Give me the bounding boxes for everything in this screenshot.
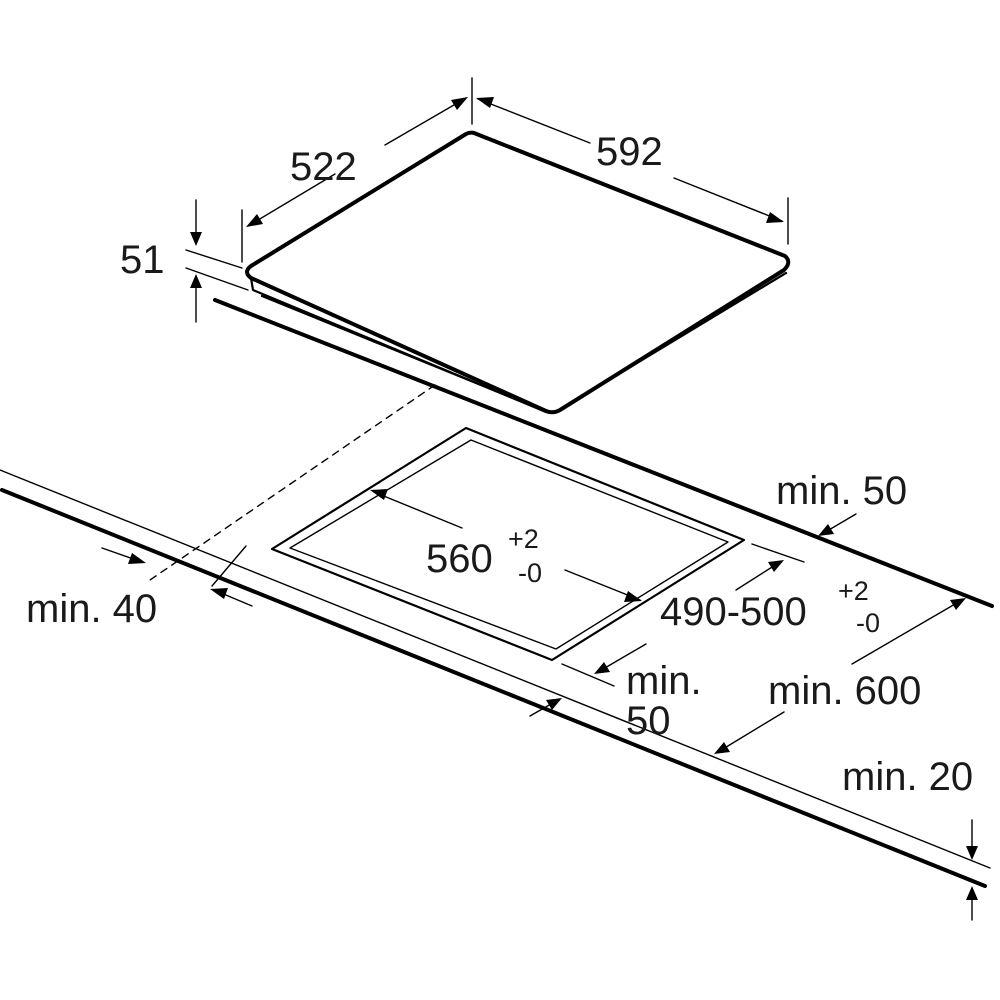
hob-height-label: 51 [120,238,165,282]
cutout-width-label: 560 [426,537,493,581]
worktop-back-edge [213,298,994,608]
dim-back-clearance: min. 50 [776,469,907,536]
back-clearance-label: min. 50 [776,469,907,513]
ext-line [185,249,243,269]
dim-hob-height: 51 [120,199,249,323]
cutout-depth-tol-minus: -0 [856,608,880,638]
dim-cutout-width: 560 +2 -0 [370,489,642,602]
dim-worktop-thickness: min. 20 [842,755,978,921]
cutout [270,426,746,662]
dim-line [384,97,467,146]
dim-worktop-depth: min. 600 [714,598,966,754]
dim-hob-width: 592 [476,97,789,245]
arrow-head [451,97,468,110]
worktop-top-back-line [0,469,991,869]
dim-line [477,98,591,144]
cutout-inner [289,439,729,650]
dim-line [851,599,963,665]
ext-line [751,543,805,563]
ext-line [211,545,247,587]
arrow-head [128,553,146,564]
side-clearance-label: min. 40 [26,587,157,631]
dim-line [673,177,783,222]
dim-line [717,711,785,753]
dim-side-clearance: min. 40 [26,545,253,631]
arrow-head [370,489,388,500]
ext-line [185,267,249,291]
cutout-outer [270,426,746,662]
arrow-head [624,591,642,602]
hob-front-edge [554,271,788,414]
arrow-head [768,560,784,572]
arrow-head [818,524,834,536]
worktop-depth-label: min. 600 [768,669,921,713]
hob-lower-edge [260,294,542,411]
hob-width-label: 592 [596,130,663,174]
dim-line [373,491,463,529]
arrow-head [966,846,978,860]
worktop [0,469,991,888]
front-clearance-label-line1: min. [626,659,702,703]
arrow-head [190,232,202,246]
arrow-head [766,212,784,223]
dim-front-clearance: min. 50 [529,659,702,743]
arrow-head [190,274,202,288]
front-clearance-label-line2: 50 [626,699,671,743]
hidden-edge-dashed [149,384,436,581]
arrow-head [594,662,610,674]
dim-hob-depth: 522 [241,77,473,263]
arrow-head [210,588,228,599]
dim-cutout-depth: 490-500 +2 -0 [561,543,880,687]
cutout-depth-label: 490-500 [660,590,807,634]
ext-line [561,663,615,687]
dim-line [247,173,336,227]
worktop-thickness-label: min. 20 [842,755,973,799]
hob [245,130,791,415]
cutout-width-tol-minus: -0 [518,558,542,588]
worktop-front-edge [0,488,987,888]
arrow-head [714,742,730,754]
arrow-head [966,886,978,900]
arrow-head [476,97,494,108]
arrow-head [546,698,562,710]
arrow-head [246,214,263,227]
hob-depth-label: 522 [290,145,357,189]
cutout-depth-tol-plus: +2 [838,576,869,606]
arrow-head [950,598,966,610]
cutout-width-tol-plus: +2 [508,524,539,554]
